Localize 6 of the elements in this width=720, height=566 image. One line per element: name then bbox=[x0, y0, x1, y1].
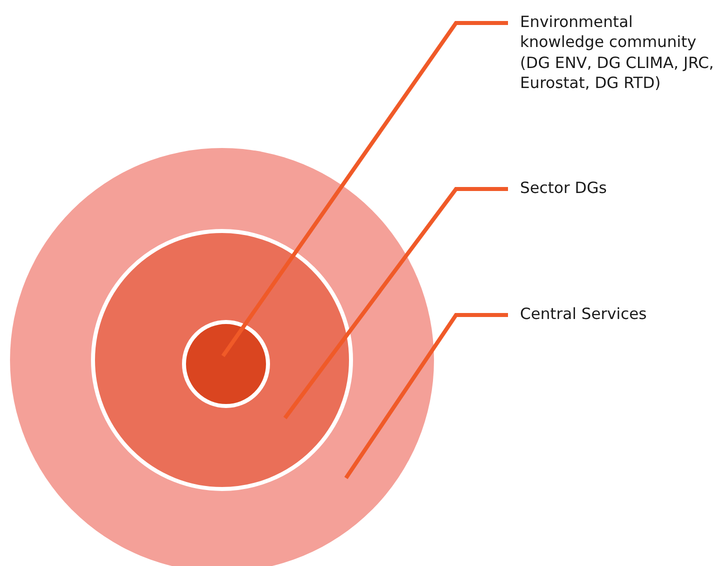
leader-line bbox=[344, 313, 508, 480]
leader-line bbox=[221, 21, 508, 358]
callout-label: Sector DGs bbox=[508, 178, 720, 198]
callout-label: Environmental knowledge community (DG ENV, DG CLIMA, JRC, Eurostat, DG RTD) bbox=[508, 12, 720, 94]
leader-line bbox=[283, 187, 508, 420]
callout-label: Central Services bbox=[508, 304, 720, 324]
